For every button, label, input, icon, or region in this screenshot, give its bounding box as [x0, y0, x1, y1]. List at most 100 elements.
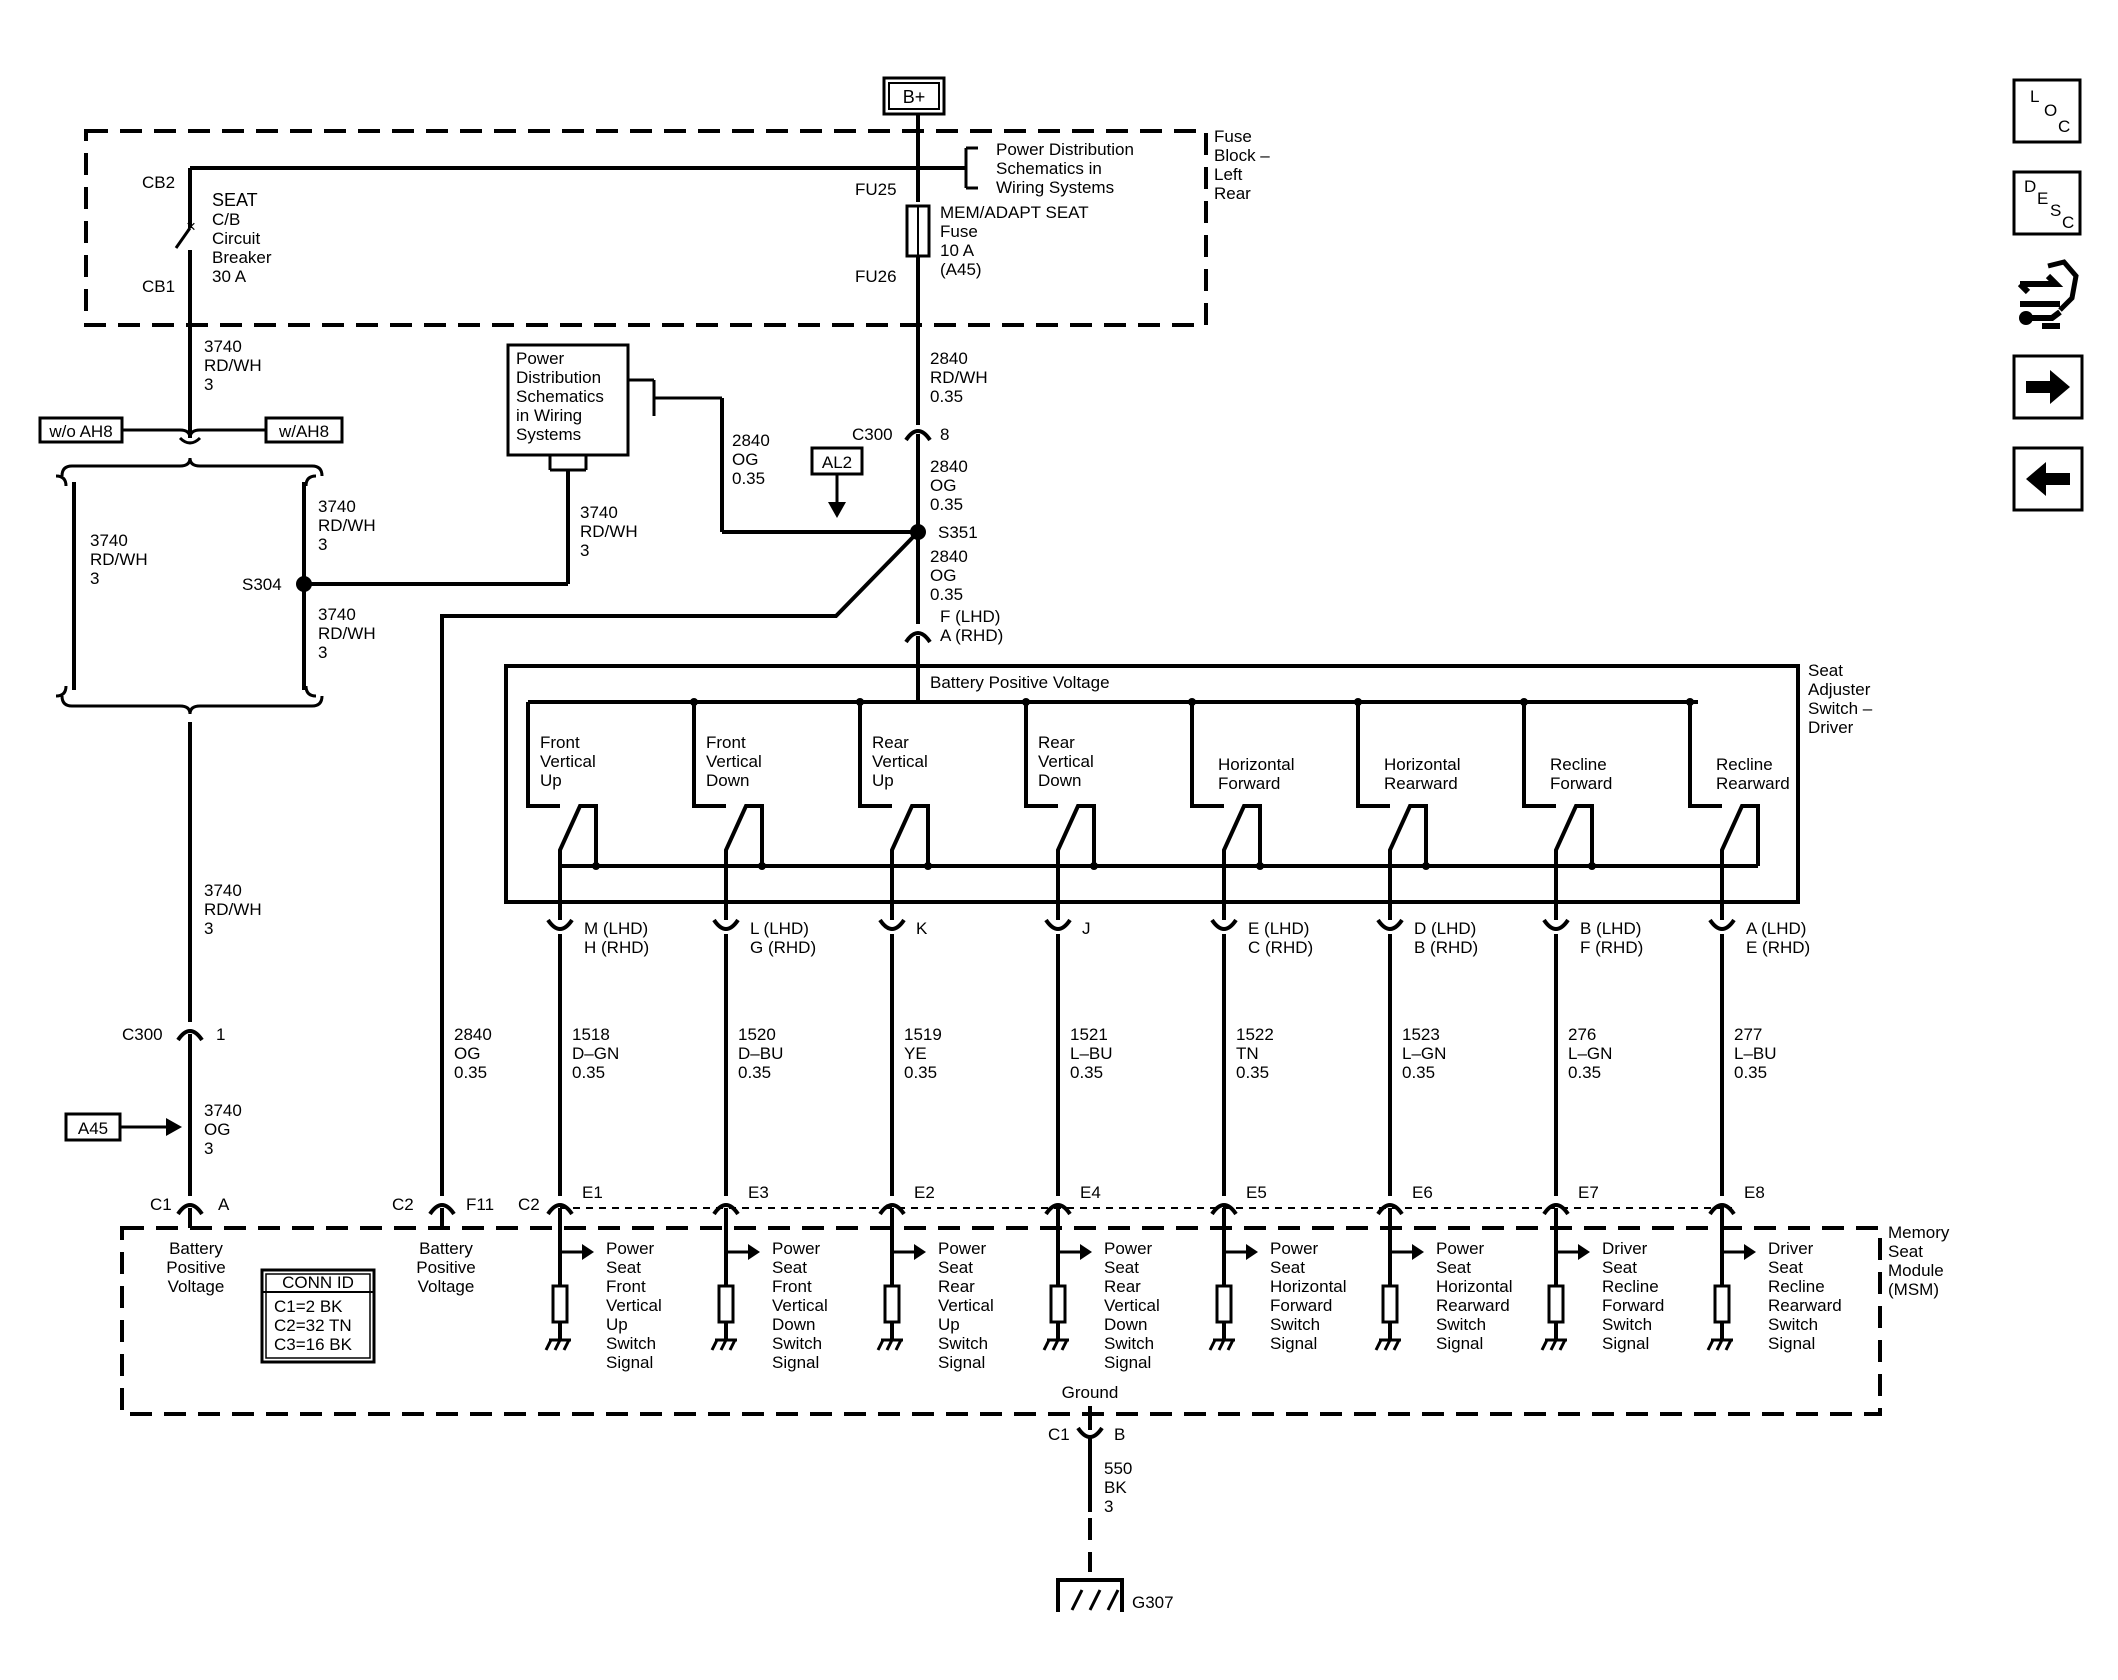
pull-down-resistor [883, 1284, 901, 1324]
svg-text:RD/WH: RD/WH [580, 522, 638, 541]
svg-text:A (RHD): A (RHD) [940, 626, 1003, 645]
svg-text:Down: Down [1038, 771, 1081, 790]
svg-text:OG: OG [930, 566, 956, 585]
svg-text:Circuit: Circuit [212, 229, 260, 248]
svg-text:E3: E3 [748, 1183, 769, 1202]
svg-text:Driver: Driver [1602, 1239, 1648, 1258]
circuit-breaker-label: SEAT C/B Circuit Breaker 30 A [212, 190, 272, 286]
wire-2840-a: 2840 OG 0.35 [930, 457, 968, 514]
c300-pin8-connector [904, 429, 932, 442]
power-dist-box-text: Power Distribution Schematics in Wiring … [516, 349, 604, 444]
svg-text:Recline: Recline [1550, 755, 1607, 774]
msm-c2-pin-label: F11 [466, 1195, 494, 1214]
msm-pin-label: E6 [1412, 1183, 1433, 1202]
wire-3740-w-bot: 3740 RD/WH 3 [318, 605, 376, 662]
nav-next-button[interactable] [2012, 354, 2084, 420]
svg-text:E8: E8 [1744, 1183, 1765, 1202]
nav-back-button[interactable] [2012, 446, 2084, 512]
svg-text:C: C [2062, 213, 2074, 232]
msm-input-connector [546, 1203, 574, 1216]
switch-pin-label: K [916, 919, 928, 938]
svg-text:1519: 1519 [904, 1025, 942, 1044]
svg-text:Seat: Seat [1808, 661, 1843, 680]
switch-pin-label: M (LHD)H (RHD) [584, 919, 649, 957]
chassis-ground-symbol [876, 1338, 903, 1351]
nav-loc-button[interactable]: L O C [2012, 78, 2082, 144]
svg-text:Forward: Forward [1218, 774, 1280, 793]
s304-label: S304 [242, 575, 282, 594]
svg-text:Module: Module [1888, 1261, 1944, 1280]
svg-text:Distribution: Distribution [516, 368, 601, 387]
svg-text:Seat: Seat [606, 1258, 641, 1277]
svg-text:276: 276 [1568, 1025, 1596, 1044]
svg-text:E6: E6 [1412, 1183, 1433, 1202]
switch-harness-connector [1376, 918, 1404, 931]
svg-text:0.35: 0.35 [930, 495, 963, 514]
switch-harness-connector [1044, 918, 1072, 931]
chassis-ground-symbol [710, 1338, 737, 1351]
arrow-right-icon [2012, 354, 2084, 420]
switch-pin-label: J [1082, 919, 1091, 938]
msm-pin-label: E2 [914, 1183, 935, 1202]
svg-text:E: E [2037, 189, 2048, 208]
nav-diagnostics-button[interactable] [2012, 254, 2084, 338]
svg-text:3740: 3740 [318, 605, 356, 624]
msm-input-connector [1376, 1203, 1404, 1216]
switch-bpv-label: Battery Positive Voltage [930, 673, 1110, 692]
svg-text:w/AH8: w/AH8 [278, 422, 329, 441]
svg-text:A (LHD): A (LHD) [1746, 919, 1806, 938]
svg-text:1523: 1523 [1402, 1025, 1440, 1044]
svg-text:w/o AH8: w/o AH8 [48, 422, 112, 441]
svg-text:Memory: Memory [1888, 1223, 1950, 1242]
svg-text:1518: 1518 [572, 1025, 610, 1044]
fuse-block-label: Fuse Block – Left Rear [1214, 127, 1270, 203]
msm-c1-pin-a [176, 1203, 204, 1216]
svg-text:Horizontal: Horizontal [1384, 755, 1461, 774]
switch-pin-label: A (LHD)E (RHD) [1746, 919, 1810, 957]
svg-text:Fuse: Fuse [940, 222, 978, 241]
svg-text:Adjuster: Adjuster [1808, 680, 1871, 699]
svg-text:Schematics in: Schematics in [996, 159, 1102, 178]
svg-text:Vertical: Vertical [772, 1296, 828, 1315]
svg-text:J: J [1082, 919, 1091, 938]
svg-text:C: C [2058, 117, 2070, 136]
svg-text:Up: Up [938, 1315, 960, 1334]
msm-pin-label: E8 [1744, 1183, 1765, 1202]
svg-text:Schematics: Schematics [516, 387, 604, 406]
svg-text:Seat: Seat [1436, 1258, 1471, 1277]
c300-center-pin: 8 [940, 425, 949, 444]
svg-text:F (LHD): F (LHD) [940, 607, 1000, 626]
svg-text:B (RHD): B (RHD) [1414, 938, 1478, 957]
svg-text:Wiring Systems: Wiring Systems [996, 178, 1114, 197]
switch-contact [890, 804, 930, 890]
svg-text:Rearward: Rearward [1716, 774, 1790, 793]
chassis-ground-symbol [1208, 1338, 1235, 1351]
switch-harness-connector [1210, 918, 1238, 931]
chassis-ground-symbol [1706, 1338, 1733, 1351]
svg-text:E7: E7 [1578, 1183, 1599, 1202]
bplus-label: B+ [903, 87, 926, 107]
svg-text:S: S [2050, 201, 2061, 220]
svg-text:277: 277 [1734, 1025, 1762, 1044]
svg-text:Front: Front [706, 733, 746, 752]
svg-text:L–GN: L–GN [1402, 1044, 1446, 1063]
svg-text:3740: 3740 [204, 337, 242, 356]
msm-pin-label: E3 [748, 1183, 769, 1202]
nav-desc-button[interactable]: D E S C [2012, 170, 2082, 236]
switch-harness-connector [878, 918, 906, 931]
svg-text:Vertical: Vertical [1038, 752, 1094, 771]
switch-pin-label: E (LHD)C (RHD) [1248, 919, 1313, 957]
svg-text:E1: E1 [582, 1183, 603, 1202]
svg-text:D–BU: D–BU [738, 1044, 783, 1063]
svg-text:Seat: Seat [1768, 1258, 1803, 1277]
svg-text:Power Distribution: Power Distribution [996, 140, 1134, 159]
svg-text:Signal: Signal [1104, 1353, 1151, 1372]
chassis-ground-symbol [1042, 1338, 1069, 1351]
svg-text:Recline: Recline [1602, 1277, 1659, 1296]
